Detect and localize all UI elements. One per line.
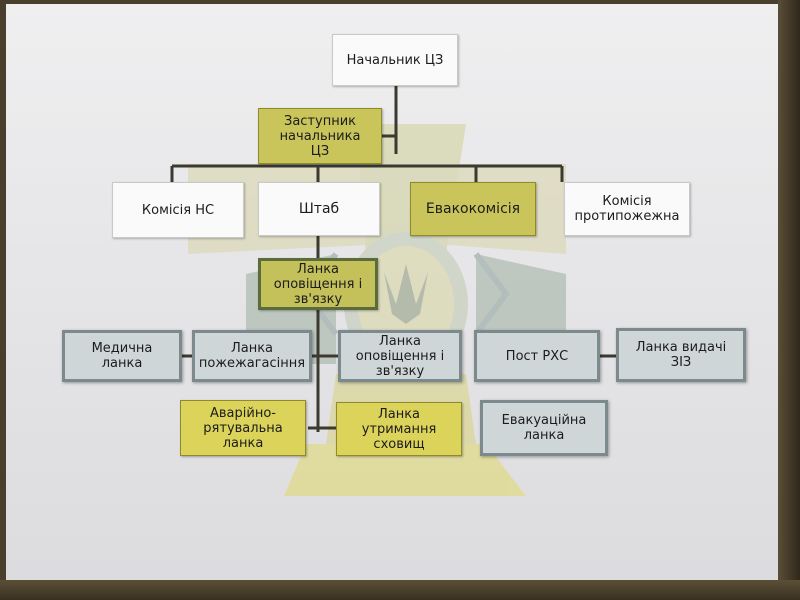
node-chief-cd: Начальник ЦЗ <box>332 34 458 86</box>
node-post-rhs: Пост РХС <box>474 330 600 382</box>
node-notification-link: Ланка оповіщення і зв'язку <box>338 330 462 382</box>
node-evacuation-link: Евакуаційна ланка <box>480 400 608 456</box>
node-evac-commission: Евакокомісія <box>410 182 536 236</box>
projector-edge-shadow <box>778 0 800 600</box>
node-staff: Штаб <box>258 182 380 236</box>
node-shelter-link: Ланка утримання сховищ <box>336 402 462 456</box>
projection-screen: Начальник ЦЗ Заступник начальника ЦЗ Ком… <box>6 4 778 580</box>
node-medical-link: Медична ланка <box>62 330 182 382</box>
node-staff-notification-link: Ланка оповіщення і зв'язку <box>258 258 378 310</box>
node-fire-commission: Комісія протипожежна <box>564 182 690 236</box>
node-deputy-chief: Заступник начальника ЦЗ <box>258 108 382 164</box>
projector-bottom-shadow <box>0 580 800 600</box>
node-commission-ns: Комісія НС <box>112 182 244 238</box>
node-firefighting-link: Ланка пожежагасіння <box>192 330 312 382</box>
connector-lines <box>170 86 618 432</box>
node-ppe-issue-link: Ланка видачі ЗІЗ <box>616 328 746 382</box>
node-rescue-link: Аварійно- рятувальна ланка <box>180 400 306 456</box>
